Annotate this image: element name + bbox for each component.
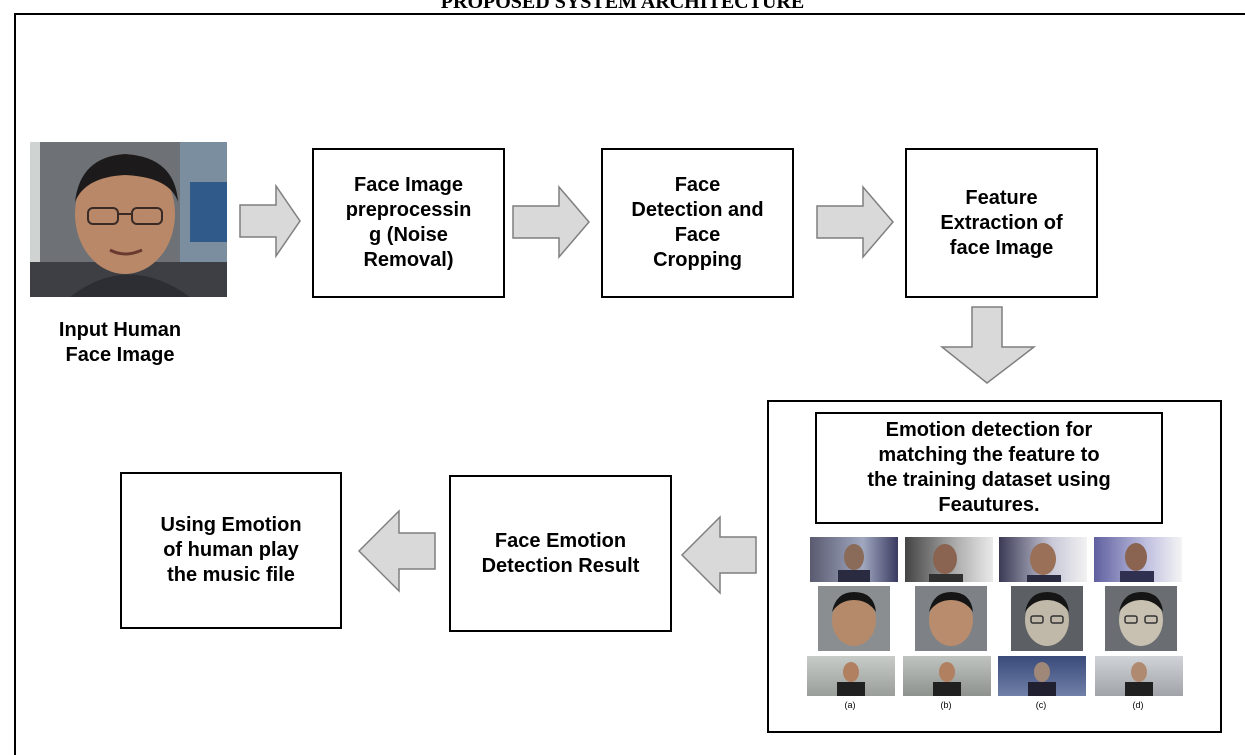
emotion-box: Emotion detection for matching the featu… [815, 412, 1163, 524]
dataset-thumb [1095, 656, 1183, 696]
dataset-thumb [903, 656, 991, 696]
detection-box: Face Detection and Face Cropping [601, 148, 794, 298]
dataset-thumb [905, 537, 993, 582]
dataset-thumb [818, 586, 890, 651]
dataset-thumb [998, 656, 1086, 696]
dataset-label-a: (a) [844, 700, 856, 710]
right-arrow-icon [816, 185, 894, 259]
dataset-thumb [807, 656, 895, 696]
diagram-frame [14, 13, 1245, 755]
right-arrow-icon [512, 185, 590, 259]
dataset-thumb [999, 537, 1087, 582]
dataset-label-b: (b) [940, 700, 952, 710]
dataset-thumb [1105, 586, 1177, 651]
extraction-box: Feature Extraction of face Image [905, 148, 1098, 298]
music-box: Using Emotion of human play the music fi… [120, 472, 342, 629]
input-caption: Input Human Face Image [58, 319, 182, 366]
right-arrow-icon [239, 184, 301, 258]
dataset-label-c: (c) [1035, 700, 1047, 710]
input-face-photo [30, 142, 227, 297]
dataset-thumb [810, 537, 898, 582]
preprocessing-box: Face Image preprocessin g (Noise Removal… [312, 148, 505, 298]
left-arrow-icon [357, 509, 436, 593]
diagram-title: PROPOSED SYSTEM ARCHITECTURE [440, 0, 805, 13]
down-arrow-icon [940, 306, 1036, 384]
dataset-thumb [1011, 586, 1083, 651]
dataset-thumb [915, 586, 987, 651]
result-box: Face Emotion Detection Result [449, 475, 672, 632]
dataset-label-d: (d) [1132, 700, 1144, 710]
left-arrow-icon [680, 515, 757, 595]
dataset-thumb [1094, 537, 1182, 582]
